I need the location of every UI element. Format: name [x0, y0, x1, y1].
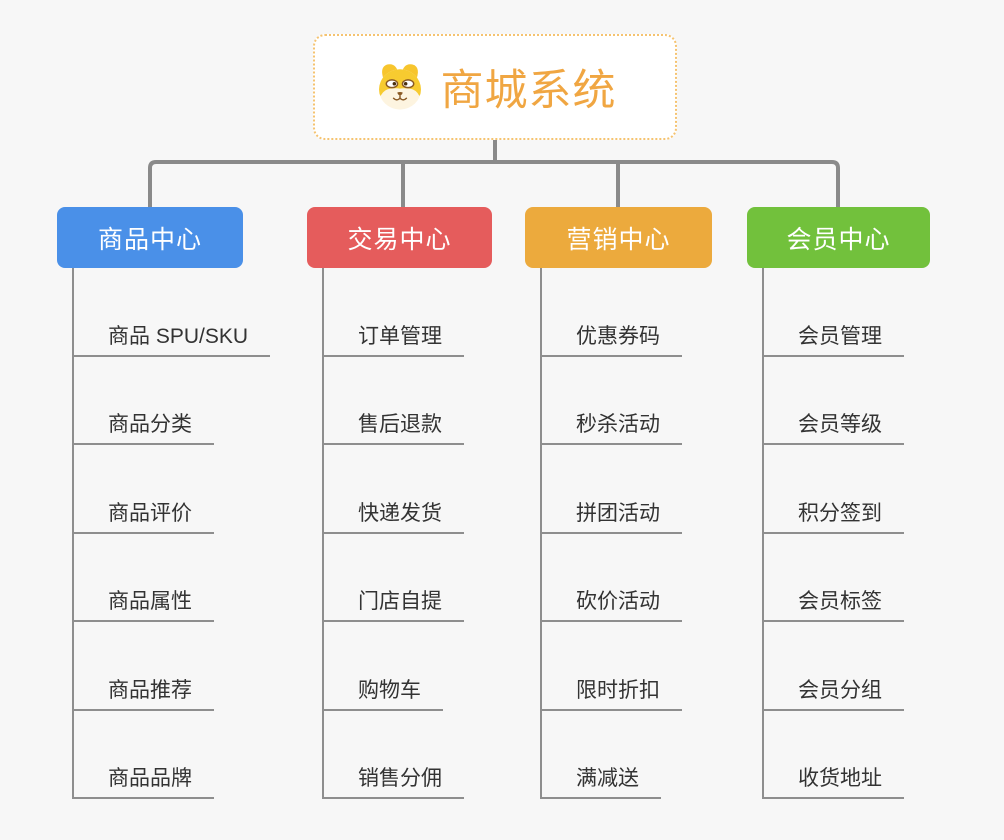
- subtopic-label: 商品评价: [74, 497, 214, 534]
- subtopic-item[interactable]: 会员管理: [764, 268, 904, 357]
- subtopic-item[interactable]: 商品品牌: [74, 711, 270, 799]
- subtopic-item[interactable]: 优惠券码: [542, 268, 682, 357]
- dog-face-icon: [378, 64, 421, 110]
- subtopic-label: 收货地址: [764, 762, 904, 799]
- subtopic-item[interactable]: 快递发货: [324, 445, 464, 534]
- branch-children-trade: 订单管理 售后退款 快递发货 门店自提 购物车 销售分佣: [322, 268, 464, 799]
- subtopic-label: 购物车: [324, 674, 443, 711]
- subtopic-item[interactable]: 商品评价: [74, 445, 270, 534]
- subtopic-label: 订单管理: [324, 320, 464, 357]
- branch-children-member: 会员管理 会员等级 积分签到 会员标签 会员分组 收货地址: [762, 268, 904, 799]
- branch-node-marketing-center[interactable]: 营销中心: [525, 207, 712, 268]
- subtopic-label: 商品品牌: [74, 762, 214, 799]
- subtopic-label: 售后退款: [324, 408, 464, 445]
- subtopic-item[interactable]: 商品属性: [74, 534, 270, 622]
- subtopic-label: 会员分组: [764, 674, 904, 711]
- subtopic-label: 优惠券码: [542, 320, 682, 357]
- subtopic-item[interactable]: 拼团活动: [542, 445, 682, 534]
- subtopic-label: 商品 SPU/SKU: [74, 320, 271, 357]
- subtopic-item[interactable]: 商品分类: [74, 357, 270, 445]
- subtopic-item[interactable]: 收货地址: [764, 711, 904, 799]
- subtopic-label: 销售分佣: [324, 762, 464, 799]
- subtopic-item[interactable]: 限时折扣: [542, 622, 682, 711]
- subtopic-item[interactable]: 积分签到: [764, 445, 904, 534]
- subtopic-item[interactable]: 门店自提: [324, 534, 464, 622]
- subtopic-label: 限时折扣: [542, 674, 682, 711]
- subtopic-label: 门店自提: [324, 585, 464, 622]
- subtopic-item[interactable]: 商品推荐: [74, 622, 270, 711]
- root-title: 商城系统: [440, 67, 617, 115]
- subtopic-label: 商品属性: [74, 585, 214, 622]
- subtopic-label: 砍价活动: [542, 585, 682, 622]
- subtopic-item[interactable]: 会员分组: [764, 622, 904, 711]
- subtopic-item[interactable]: 砍价活动: [542, 534, 682, 622]
- subtopic-item[interactable]: 秒杀活动: [542, 357, 682, 445]
- subtopic-item[interactable]: 购物车: [324, 622, 464, 711]
- branch-children-marketing: 优惠券码 秒杀活动 拼团活动 砍价活动 限时折扣 满减送: [540, 268, 682, 799]
- subtopic-item[interactable]: 商品 SPU/SKU: [74, 268, 271, 357]
- branch-node-trade-center[interactable]: 交易中心: [307, 207, 492, 268]
- branch-node-member-center[interactable]: 会员中心: [747, 207, 930, 268]
- subtopic-item[interactable]: 售后退款: [324, 357, 464, 445]
- subtopic-label: 商品分类: [74, 408, 214, 445]
- subtopic-label: 快递发货: [324, 497, 464, 534]
- subtopic-item[interactable]: 订单管理: [324, 268, 464, 357]
- subtopic-label: 商品推荐: [74, 674, 214, 711]
- subtopic-item[interactable]: 会员标签: [764, 534, 904, 622]
- subtopic-label: 秒杀活动: [542, 408, 682, 445]
- root-node[interactable]: 商城系统: [313, 34, 677, 140]
- subtopic-label: 会员等级: [764, 408, 904, 445]
- subtopic-label: 积分签到: [764, 497, 904, 534]
- branch-children-product: 商品 SPU/SKU 商品分类 商品评价 商品属性 商品推荐 商品品牌: [72, 268, 271, 799]
- branch-node-product-center[interactable]: 商品中心: [57, 207, 243, 268]
- subtopic-label: 拼团活动: [542, 497, 682, 534]
- subtopic-item[interactable]: 会员等级: [764, 357, 904, 445]
- subtopic-item[interactable]: 销售分佣: [324, 711, 464, 799]
- subtopic-label: 会员管理: [764, 320, 904, 357]
- subtopic-label: 会员标签: [764, 585, 904, 622]
- subtopic-item[interactable]: 满减送: [542, 711, 682, 799]
- subtopic-label: 满减送: [542, 762, 661, 799]
